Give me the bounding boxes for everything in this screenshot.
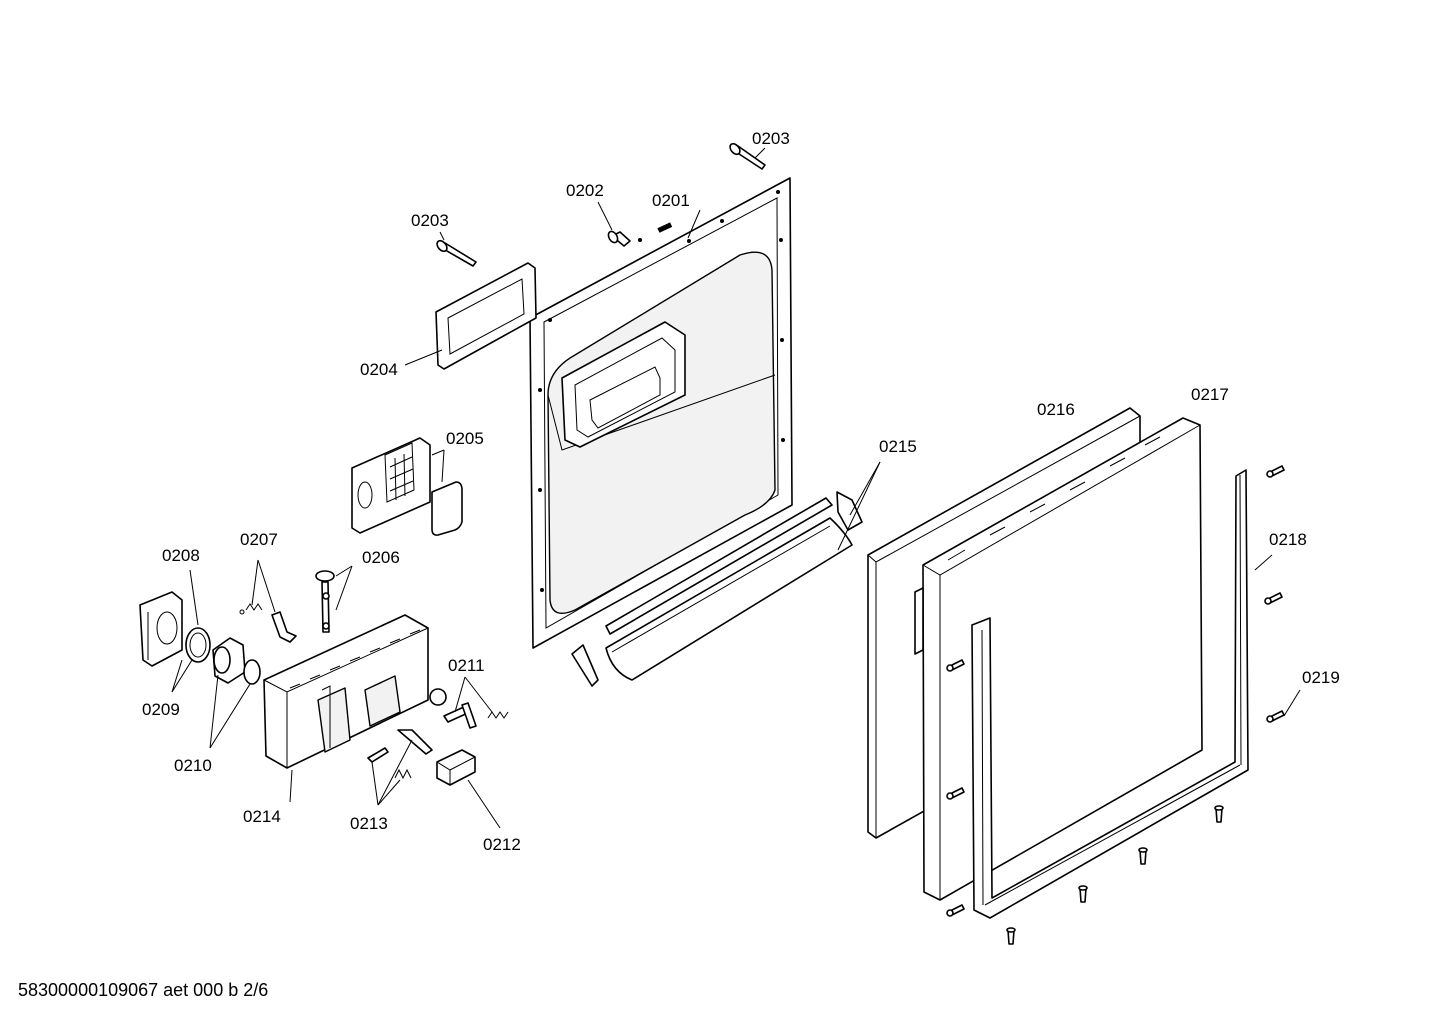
cover-0208	[139, 591, 183, 667]
label-0205: 0205	[446, 429, 484, 448]
label-0203-left: 0203	[411, 211, 449, 230]
label-0208: 0208	[162, 546, 200, 565]
switch-0212	[436, 749, 476, 786]
screw-0203-top	[729, 142, 766, 170]
parts-0211	[429, 688, 509, 729]
seal-ring-0209	[185, 627, 211, 663]
screws-0219	[946, 465, 1285, 945]
document-code: 58300000109067 aet 000 b 2/6	[18, 980, 269, 1000]
spring-0207	[239, 603, 297, 643]
frame-0218	[971, 469, 1249, 919]
label-0202: 0202	[566, 181, 604, 200]
label-0203-top: 0203	[752, 129, 790, 148]
nozzle-0210	[212, 637, 261, 685]
label-0209: 0209	[142, 700, 180, 719]
rail-0215	[571, 491, 863, 687]
screw-0203-left	[436, 239, 477, 267]
inner-door-panel-0201	[529, 177, 793, 649]
label-0215: 0215	[879, 437, 917, 456]
label-0211: 0211	[448, 656, 485, 675]
door-panel-0217	[914, 417, 1203, 901]
part-labels: 0203 0202 0201 0203 0204 0205 0206 0207 …	[142, 129, 1340, 854]
leader-lines	[171, 147, 1301, 829]
screw-0202	[607, 230, 631, 247]
label-0216: 0216	[1037, 400, 1075, 419]
label-0214: 0214	[243, 807, 281, 826]
label-0206: 0206	[362, 548, 400, 567]
label-0207: 0207	[240, 530, 278, 549]
label-0213: 0213	[350, 814, 388, 833]
frame-0204	[435, 262, 537, 370]
label-0219: 0219	[1302, 668, 1340, 687]
housing-0214	[263, 614, 429, 769]
label-0217: 0217	[1191, 385, 1229, 404]
label-0204: 0204	[360, 360, 398, 379]
bracket-0205	[351, 437, 463, 536]
levers-0213	[367, 729, 433, 780]
label-0210: 0210	[174, 756, 212, 775]
pin-0206	[315, 570, 335, 633]
label-0201: 0201	[652, 191, 690, 210]
label-0218: 0218	[1269, 530, 1307, 549]
label-0212: 0212	[483, 835, 521, 854]
